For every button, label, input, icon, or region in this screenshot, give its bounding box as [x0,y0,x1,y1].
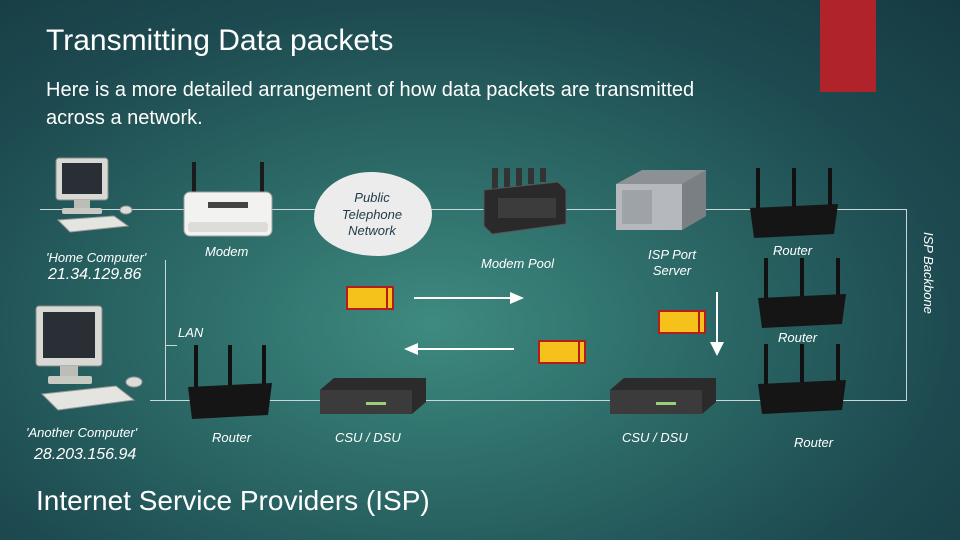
modem-icon [183,162,273,237]
modem-pool-label: Modem Pool [481,256,554,271]
another-computer-label: 'Another Computer' [26,425,138,440]
telephone-network-cloud [314,172,432,256]
router-bottom-left-label: Router [212,430,252,445]
arrow-down-icon [710,292,724,356]
another-ip-label: 28.203.156.94 [34,446,137,463]
home-computer-label: 'Home Computer' [46,250,147,265]
data-packet [346,286,394,310]
csu-dsu-right-label: CSU / DSU [622,430,688,445]
csu-dsu-icon [610,378,716,414]
arrow-left-icon [404,343,514,355]
router-icon [188,345,272,419]
modem-label: Modem [205,244,249,259]
data-packet [658,310,706,334]
accent-bar [820,0,876,92]
desktop-computer-icon [35,305,143,411]
modem-pool-icon [483,168,567,235]
router-icon [758,258,846,328]
isp-backbone-label: ISP Backbone [921,232,936,314]
isp-port-server-label: ISP Port Server [648,247,696,278]
lan-line [165,260,166,401]
server-icon [616,170,706,230]
lan-label: LAN [178,325,204,340]
lan-branch-line [165,345,177,346]
router-top-label: Router [773,243,813,258]
top-network-line [40,209,906,210]
backbone-line [906,209,907,401]
csu-dsu-icon [320,378,426,414]
bottom-network-line [150,400,906,401]
home-ip-label: 21.34.129.86 [48,266,142,283]
router-icon [758,344,846,414]
router-icon [750,168,838,238]
slide-title: Transmitting Data packets [46,24,394,57]
router-bottom-right-label: Router [794,435,834,450]
router-mid-label: Router [778,330,818,345]
desktop-computer-icon [55,157,133,233]
footer-heading: Internet Service Providers (ISP) [36,485,430,516]
cloud-label: Public Telephone Network [341,190,403,238]
slide-subtitle: Here is a more detailed arrangement of h… [46,79,695,129]
data-packet [538,340,586,364]
csu-dsu-left-label: CSU / DSU [335,430,401,445]
arrow-right-icon [414,292,524,304]
